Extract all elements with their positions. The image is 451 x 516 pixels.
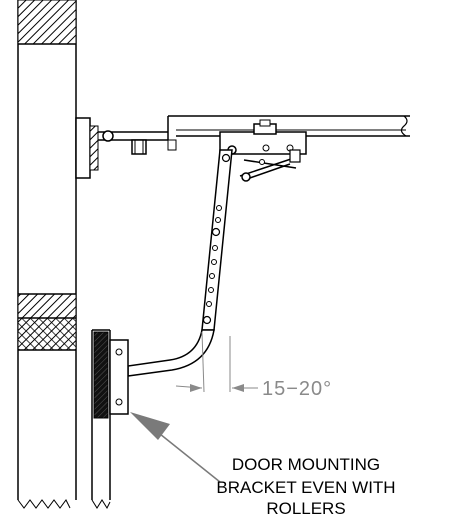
wall-column — [17, 0, 77, 509]
door-bracket — [91, 329, 129, 510]
angle-dimension: 15−20° — [175, 331, 332, 400]
caption: DOOR MOUNTING BRACKET EVEN WITH ROLLERS — [216, 455, 395, 516]
pointer-arrow-icon — [130, 412, 221, 483]
curved-door-arm — [115, 329, 215, 380]
caption-line-1: DOOR MOUNTING — [232, 455, 380, 474]
trolley — [219, 119, 307, 182]
header-bracket — [75, 117, 177, 179]
caption-line-3: ROLLERS — [266, 499, 345, 516]
top-header-hatch — [17, 0, 77, 45]
angle-label: 15−20° — [262, 378, 332, 400]
caption-line-2: BRACKET EVEN WITH — [216, 478, 395, 497]
middle-header-hatch-1 — [17, 293, 77, 319]
straight-door-arm — [201, 149, 233, 331]
